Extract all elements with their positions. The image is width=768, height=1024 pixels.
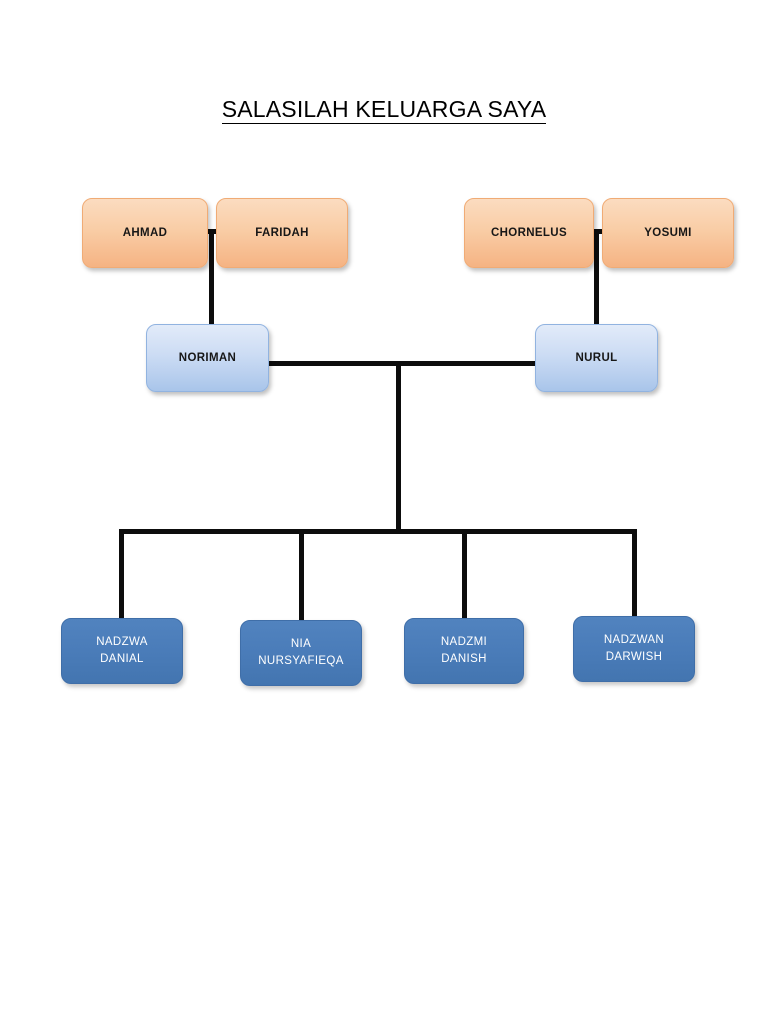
node-faridah-label: FARIDAH bbox=[255, 226, 309, 239]
node-yosumi-label: YOSUMI bbox=[644, 226, 692, 239]
node-noriman-label: NORIMAN bbox=[178, 351, 237, 364]
node-nadzwa-danial[interactable]: NADZWA DANIAL bbox=[61, 618, 183, 684]
edge-sibling-bus bbox=[119, 529, 637, 534]
page-title-text: SALASILAH KELUARGA SAYA bbox=[221, 96, 547, 124]
edge-noriman-nurul-marriage bbox=[265, 361, 539, 366]
node-ahmad[interactable]: AHMAD bbox=[82, 198, 208, 268]
edge-chornelus-yosumi-union bbox=[590, 229, 608, 234]
node-noriman[interactable]: NORIMAN bbox=[146, 324, 269, 392]
node-ahmad-label: AHMAD bbox=[122, 226, 168, 239]
node-nia-nursyafieqa-label: NIA NURSYAFIEQA bbox=[258, 638, 344, 667]
edge-bus-to-nia-nursyafieqa bbox=[299, 529, 304, 622]
page-title: SALASILAH KELUARGA SAYA bbox=[0, 96, 768, 124]
node-nadzwan-darwish[interactable]: NADZWAN DARWISH bbox=[573, 616, 695, 682]
node-nadzmi-danish-label: NADZMI DANISH bbox=[440, 636, 488, 665]
node-nurul[interactable]: NURUL bbox=[535, 324, 658, 392]
node-chornelus-label: CHORNELUS bbox=[491, 226, 567, 239]
node-nurul-label: NURUL bbox=[575, 351, 618, 364]
node-nadzmi-danish[interactable]: NADZMI DANISH bbox=[404, 618, 524, 684]
edge-parents-spine bbox=[396, 361, 401, 533]
node-nadzwan-darwish-label: NADZWAN DARWISH bbox=[603, 634, 665, 663]
edge-union1-to-noriman bbox=[209, 229, 214, 326]
edge-bus-to-nadzmi-danish bbox=[462, 529, 467, 620]
edge-ahmad-faridah-union bbox=[205, 229, 223, 234]
edge-bus-to-nadzwan-darwish bbox=[632, 529, 637, 618]
node-chornelus[interactable]: CHORNELUS bbox=[464, 198, 594, 268]
edge-union2-to-nurul bbox=[594, 229, 599, 326]
edge-bus-to-nadzwa-danial bbox=[119, 529, 124, 620]
node-faridah[interactable]: FARIDAH bbox=[216, 198, 348, 268]
node-yosumi[interactable]: YOSUMI bbox=[602, 198, 734, 268]
node-nadzwa-danial-label: NADZWA DANIAL bbox=[96, 636, 148, 665]
node-nia-nursyafieqa[interactable]: NIA NURSYAFIEQA bbox=[240, 620, 362, 686]
